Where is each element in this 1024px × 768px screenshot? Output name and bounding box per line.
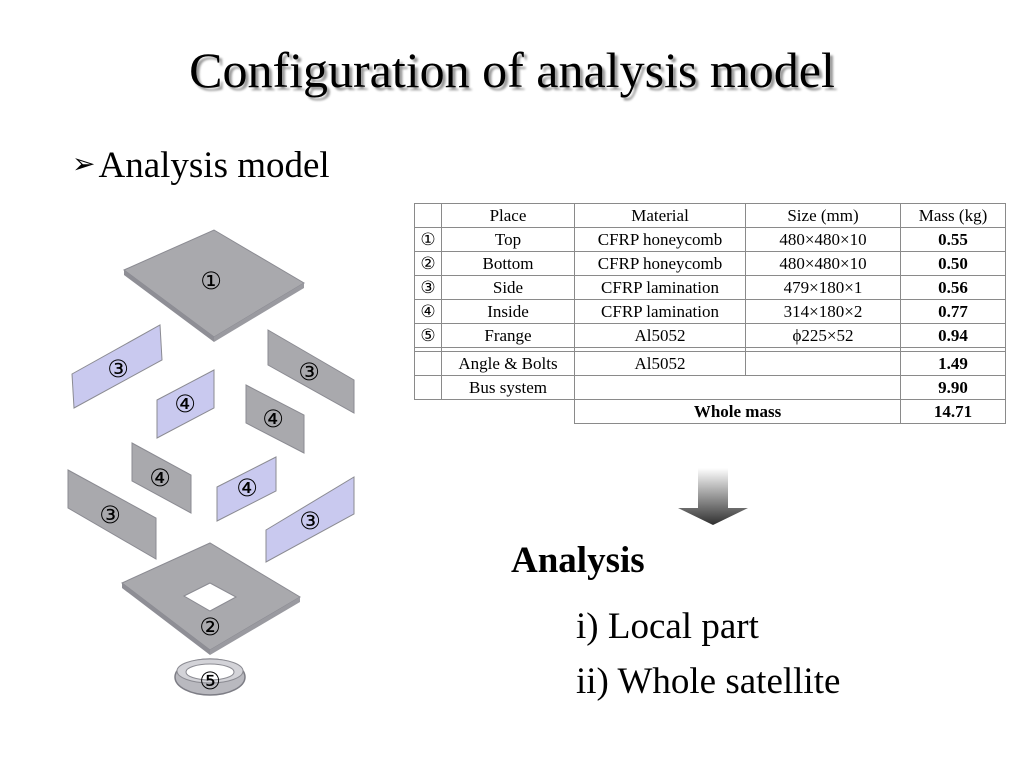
header-cell: Size (mm) xyxy=(745,203,901,228)
side-panel-label: ③ xyxy=(99,501,121,529)
analysis-item-local-part: i) Local part xyxy=(576,606,759,647)
size-cell xyxy=(745,351,901,376)
size-cell: ϕ225×52 xyxy=(745,323,901,348)
inside-panel-label: ④ xyxy=(236,474,258,502)
analysis-heading: Analysis xyxy=(511,540,645,581)
side-panel-label: ③ xyxy=(107,355,129,383)
inside-panel-lower-right: ④ xyxy=(216,456,277,522)
table-row: ① Top CFRP honeycomb 480×480×10 0.55 xyxy=(414,227,1006,252)
mass-cell: 0.55 xyxy=(900,227,1006,252)
side-panel-lower-left: ③ xyxy=(67,469,157,560)
place-cell: Top xyxy=(441,227,575,252)
row-number: ③ xyxy=(414,275,442,300)
material-cell: CFRP lamination xyxy=(574,275,746,300)
frange-ring: ⑤ xyxy=(174,658,246,696)
slide-title: Configuration of analysis model xyxy=(189,42,835,98)
table-row: ② Bottom CFRP honeycomb 480×480×10 0.50 xyxy=(414,251,1006,276)
row-number: ① xyxy=(414,227,442,252)
mass-cell: 0.77 xyxy=(900,299,1006,324)
mass-cell: 0.56 xyxy=(900,275,1006,300)
size-cell: 314×180×2 xyxy=(745,299,901,324)
table-total-row: Whole mass 14.71 xyxy=(415,399,1006,424)
mass-cell: 9.90 xyxy=(900,375,1006,400)
mass-cell: 0.50 xyxy=(900,251,1006,276)
whole-mass-label: Whole mass xyxy=(574,399,901,424)
size-cell: 480×480×10 xyxy=(745,227,901,252)
place-cell: Bus system xyxy=(441,375,575,400)
material-cell: Al5052 xyxy=(574,323,746,348)
side-panel-lower-right: ③ xyxy=(265,476,355,563)
mass-cell: 0.94 xyxy=(900,323,1006,348)
inside-panel-label: ④ xyxy=(174,390,196,418)
table-header-row: Place Material Size (mm) Mass (kg) xyxy=(414,203,1006,228)
bullet-arrow-icon: ➢ xyxy=(72,147,96,180)
header-cell: Mass (kg) xyxy=(900,203,1006,228)
place-cell: Side xyxy=(441,275,575,300)
side-panel-upper-right: ③ xyxy=(267,329,355,414)
down-arrow-icon xyxy=(678,468,748,525)
whole-mass-value: 14.71 xyxy=(900,399,1006,424)
material-cell: CFRP honeycomb xyxy=(574,251,746,276)
analysis-item-whole-satellite: ii) Whole satellite xyxy=(576,661,841,702)
row-number xyxy=(414,375,442,400)
inside-panel-lower-left: ④ xyxy=(131,442,192,514)
mass-cell: 1.49 xyxy=(900,351,1006,376)
side-panel-label: ③ xyxy=(299,507,321,535)
table-row: ③ Side CFRP lamination 479×180×1 0.56 xyxy=(414,275,1006,300)
side-panel-label: ③ xyxy=(298,358,320,386)
inside-panel-label: ④ xyxy=(149,464,171,492)
table-row: ⑤ Frange Al5052 ϕ225×52 0.94 xyxy=(414,323,1006,348)
header-cell xyxy=(414,203,442,228)
header-cell: Place xyxy=(441,203,575,228)
frange-label: ⑤ xyxy=(199,667,221,695)
material-cell xyxy=(574,375,901,400)
bullet-text: Analysis model xyxy=(98,145,330,186)
mass-table: Place Material Size (mm) Mass (kg) ① Top… xyxy=(414,203,1006,424)
inside-panel-upper-right: ④ xyxy=(245,384,305,454)
top-panel: ① xyxy=(123,229,305,342)
bottom-panel-label: ② xyxy=(199,613,221,641)
side-panel-upper-left: ③ xyxy=(71,324,163,409)
place-cell: Bottom xyxy=(441,251,575,276)
material-cell: CFRP honeycomb xyxy=(574,227,746,252)
row-number: ② xyxy=(414,251,442,276)
size-cell: 480×480×10 xyxy=(745,251,901,276)
exploded-model-diagram: ① ③ ③ ③ ③ ④ ④ ④ ④ ② xyxy=(67,229,355,696)
header-cell: Material xyxy=(574,203,746,228)
place-cell: Frange xyxy=(441,323,575,348)
table-row: Bus system 9.90 xyxy=(414,375,1006,400)
place-cell: Angle & Bolts xyxy=(441,351,575,376)
table-row: Angle & Bolts Al5052 1.49 xyxy=(414,351,1006,376)
bullet-analysis-model: ➢Analysis model xyxy=(72,143,330,191)
top-panel-label: ① xyxy=(200,267,222,295)
place-cell: Inside xyxy=(441,299,575,324)
row-number: ④ xyxy=(414,299,442,324)
row-number xyxy=(414,351,442,376)
blank-cell xyxy=(442,400,575,424)
inside-panel-label: ④ xyxy=(262,405,284,433)
table-row: ④ Inside CFRP lamination 314×180×2 0.77 xyxy=(414,299,1006,324)
size-cell: 479×180×1 xyxy=(745,275,901,300)
row-number: ⑤ xyxy=(414,323,442,348)
material-cell: Al5052 xyxy=(574,351,746,376)
inside-panel-upper-left: ④ xyxy=(156,369,215,439)
bottom-panel: ② xyxy=(121,542,301,655)
material-cell: CFRP lamination xyxy=(574,299,746,324)
blank-cell xyxy=(415,400,442,424)
